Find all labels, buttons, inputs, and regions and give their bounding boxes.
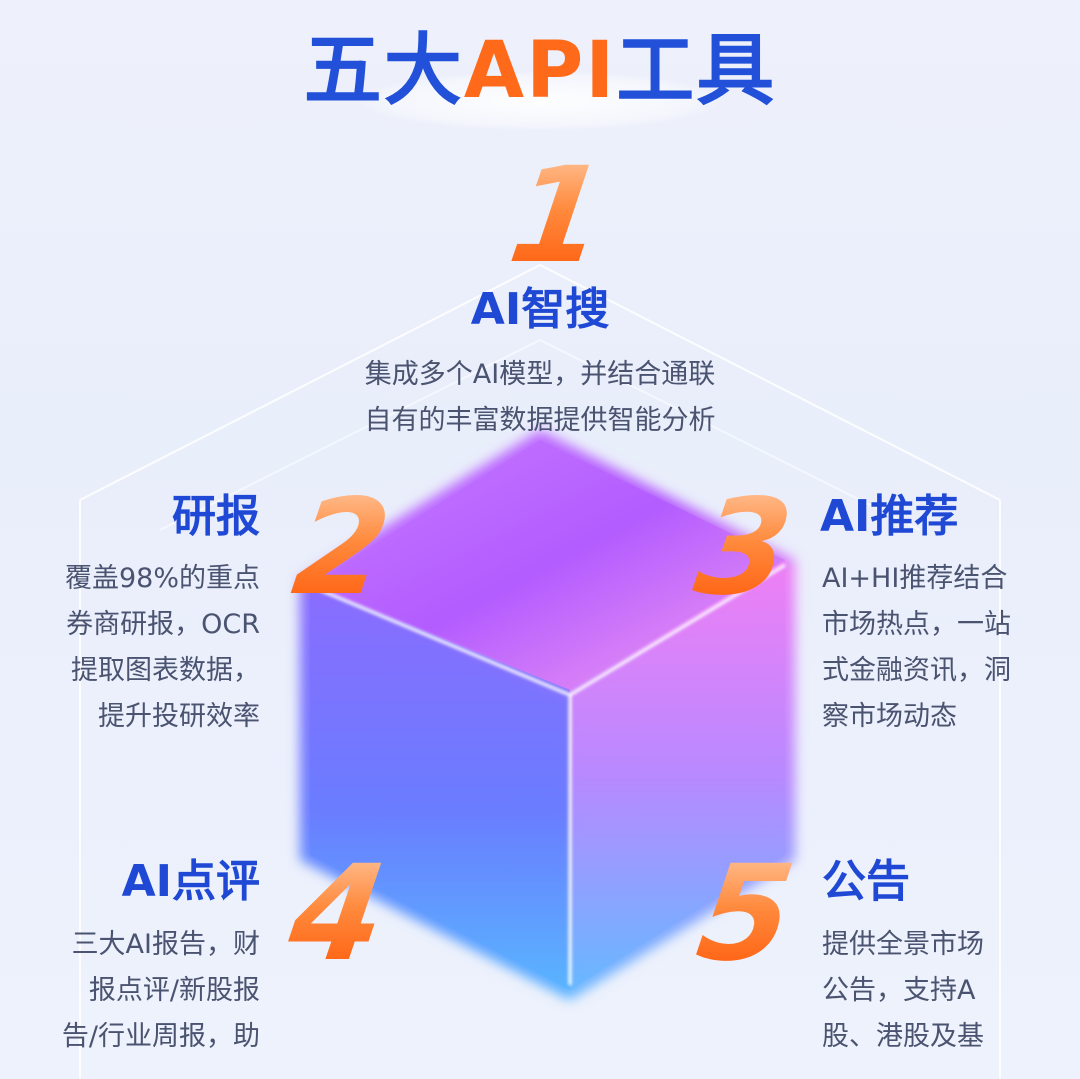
page-title: 五大API工具 (0, 8, 1080, 120)
desc-ai-review: 三大AI报告，财 报点评/新股报 告/行业周报，助 (0, 922, 260, 1060)
number-4: 4 (281, 837, 395, 991)
desc-line: 告/行业周报，助 (61, 1021, 260, 1052)
desc-line: 提供全景市场 (822, 929, 984, 960)
title-part-2: 工具 (616, 26, 777, 116)
cube-body (310, 440, 785, 990)
desc-line: 集成多个AI模型，并结合通联 (364, 359, 716, 390)
desc-line: AI+HI推荐结合 (822, 563, 1008, 594)
desc-line: 自有的丰富数据提供智能分析 (364, 405, 716, 436)
desc-line: 覆盖98%的重点 (64, 563, 260, 594)
desc-line: 券商研报，OCR (66, 609, 260, 640)
desc-line: 三大AI报告，财 (71, 929, 260, 960)
desc-ai-recommend: AI+HI推荐结合 市场热点，一站 式金融资讯，洞 察市场动态 (822, 556, 1011, 740)
title-accent: API (463, 26, 617, 116)
desc-line: 提取图表数据， (71, 655, 260, 686)
number-2: 2 (285, 471, 399, 625)
desc-line: 公告，支持A (822, 975, 976, 1006)
desc-line: 报点评/新股报 (88, 975, 260, 1006)
heading-announcement: 公告 (822, 856, 910, 907)
desc-research-report: 覆盖98%的重点 券商研报，OCR 提取图表数据， 提升投研效率 (0, 556, 260, 740)
desc-line: 提升投研效率 (98, 701, 260, 732)
heading-ai-review: AI点评 (121, 856, 260, 907)
desc-line: 股、港股及基 (822, 1021, 984, 1052)
desc-announcement: 提供全景市场 公告，支持A 股、港股及基 (822, 922, 984, 1060)
cube-edges (319, 563, 786, 985)
number-3: 3 (687, 471, 801, 625)
heading-ai-search: AI智搜 (470, 284, 610, 335)
heading-ai-recommend: AI推荐 (820, 491, 959, 542)
desc-ai-search: 集成多个AI模型，并结合通联 自有的丰富数据提供智能分析 (0, 352, 1080, 444)
title-pedestal (360, 72, 720, 130)
heading-research-report: 研报 (172, 491, 260, 542)
desc-line: 察市场动态 (822, 701, 957, 732)
number-5: 5 (689, 837, 803, 991)
number-1: 1 (501, 139, 615, 293)
title-part-1: 五大 (303, 26, 464, 116)
desc-line: 式金融资讯，洞 (822, 655, 1011, 686)
desc-line: 市场热点，一站 (822, 609, 1011, 640)
wireframe-hexagon (79, 263, 1001, 1079)
